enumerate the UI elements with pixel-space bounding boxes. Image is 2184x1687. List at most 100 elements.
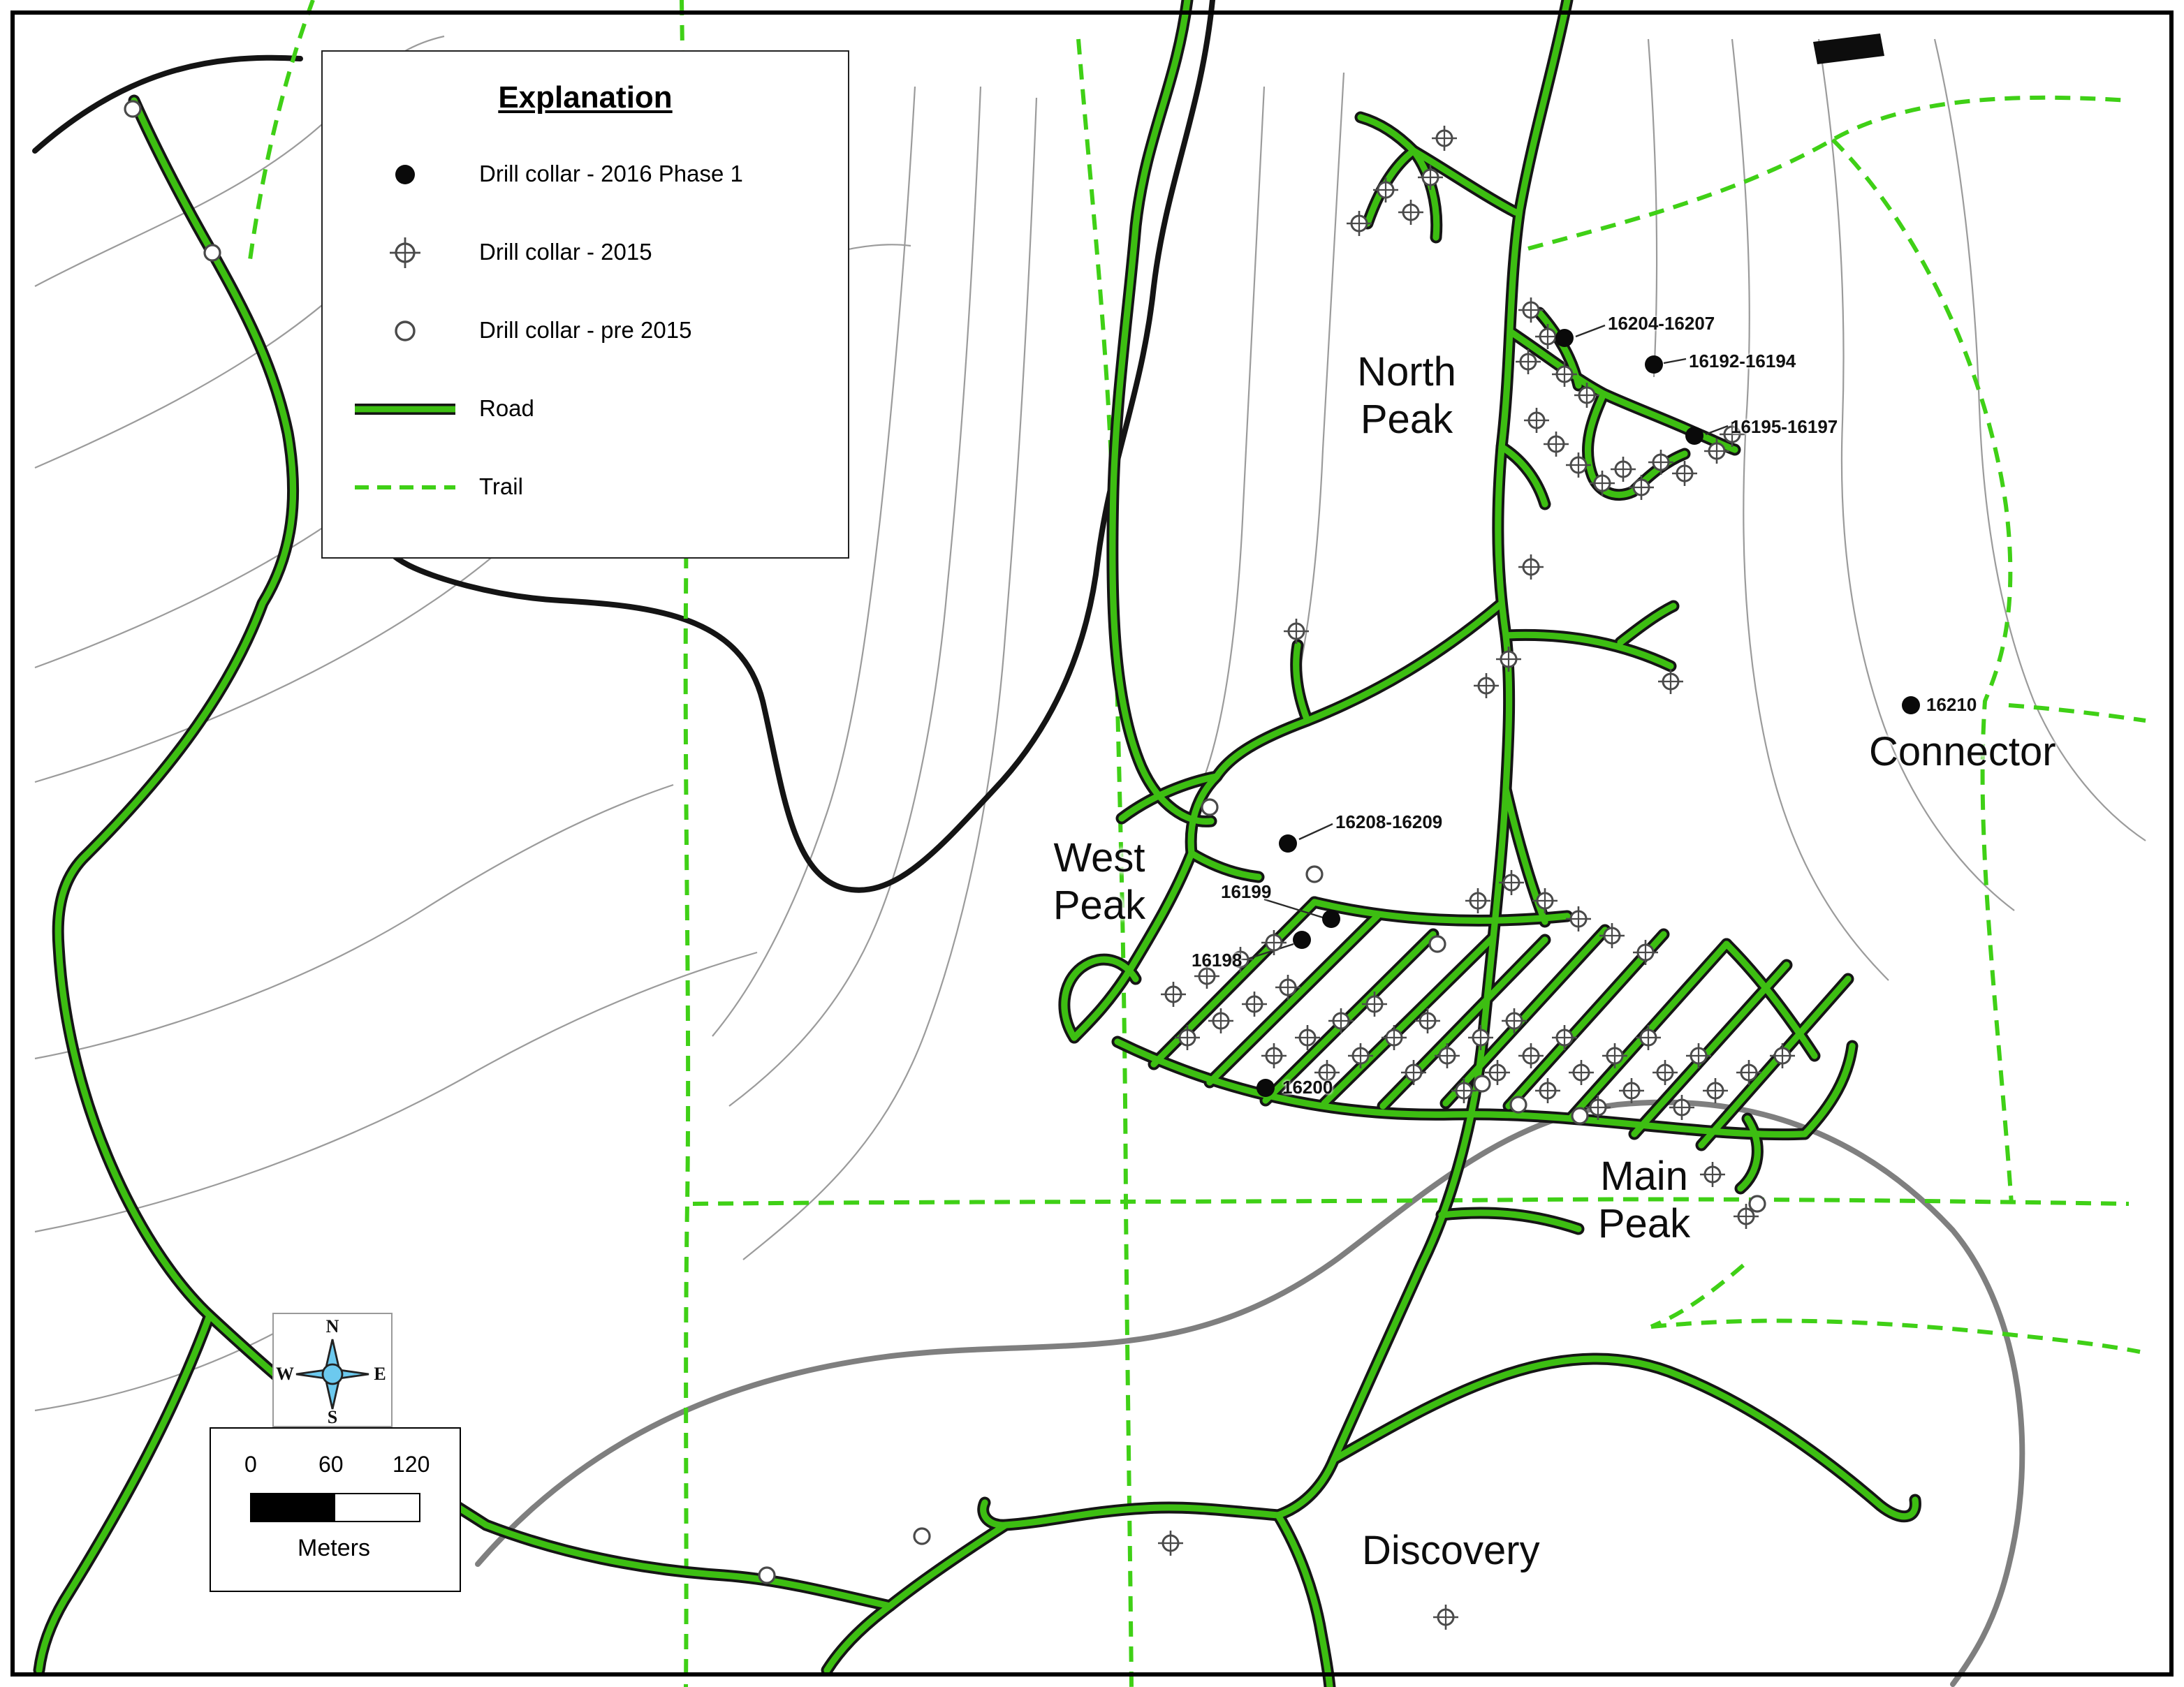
drill-collar-2015: [1474, 673, 1499, 698]
drill-collar-2015: [1703, 1078, 1728, 1103]
scale-bar-graphic: [250, 1493, 420, 1522]
drill-collar-2015: [1518, 297, 1544, 323]
legend-item-label: Trail: [479, 474, 523, 499]
drill-collar-2015: [1415, 1008, 1440, 1033]
drill-collar-2015: [1496, 647, 1521, 672]
drill-collar-pre2015: [1305, 865, 1324, 883]
drill-collar-2015: [1347, 211, 1372, 236]
drill-collar-2015: [1633, 940, 1658, 965]
drill-collar-2015: [1704, 439, 1729, 464]
drill-collar-2015: [1552, 1025, 1577, 1050]
legend-item-drill-2015: Drill collar - 2015: [323, 214, 848, 292]
drill-collar-2015: [1295, 1025, 1320, 1050]
contour-lines: [34, 35, 2146, 1412]
scale-tick-0: 0: [244, 1454, 257, 1478]
drill-collar-2015: [1465, 888, 1490, 913]
legend-item-trail: Trail: [323, 448, 848, 526]
drill-collar-pre2015: [913, 1527, 931, 1545]
drill-collar-2015: [1585, 1095, 1611, 1120]
drill-collar-2015: [1658, 669, 1683, 694]
legend-title: Explanation: [498, 80, 673, 115]
compass-w: W: [276, 1364, 294, 1384]
drill-collar-2016-phase1: [1902, 696, 1920, 714]
black-contour-line: [32, 54, 303, 154]
drill-collar-pre2015: [758, 1566, 776, 1584]
drill-collar-2015: [1328, 1008, 1354, 1033]
drill-collar-pre2015: [124, 100, 142, 118]
drill-collar-2015: [1502, 1008, 1527, 1033]
drill-collar-pre2015: [1571, 1107, 1589, 1125]
drill-collar-2016-phase1: [1322, 910, 1340, 928]
drill-collar-symbols: [124, 100, 1920, 1630]
drill-collar-pre2015: [1473, 1075, 1491, 1093]
legend-item-label: Road: [479, 396, 534, 421]
legend-item-label: Drill collar - 2016 Phase 1: [479, 161, 743, 186]
drill-collar-2015: [1275, 975, 1300, 1000]
black-contour-line: [373, 0, 1215, 893]
drill-collar-2016-phase1: [1685, 427, 1703, 445]
drill-collar-2015: [1544, 432, 1569, 457]
drill-collar-2015-icon: [351, 235, 460, 271]
compass-s: S: [328, 1407, 337, 1426]
drill-collar-2016-phase1: [1293, 931, 1311, 949]
drill-collar-2015: [1535, 1078, 1560, 1103]
label-leader-lines: [1245, 324, 1729, 961]
drill-collar-2015: [1636, 1025, 1661, 1050]
trails: [248, 0, 2146, 1687]
drill-collar-2015: [1418, 165, 1443, 190]
drill-collar-2015: [1566, 906, 1591, 931]
drill-collar-2015: [1432, 126, 1457, 151]
scale-bar-filled-segment: [251, 1494, 335, 1521]
drill-collar-2015: [1535, 324, 1560, 349]
drill-collar-2015: [1468, 1025, 1493, 1050]
scale-bar-empty-segment: [335, 1494, 419, 1521]
drill-collar-2015: [1228, 947, 1253, 972]
drill-collar-2015: [1314, 1060, 1340, 1085]
drill-collar-2015: [1451, 1078, 1476, 1103]
drill-collar-2015: [1686, 1043, 1711, 1068]
drill-collar-2016-phase1: [1256, 1079, 1275, 1097]
drill-collar-2015: [1435, 1043, 1460, 1068]
drill-collar-2015: [1362, 992, 1387, 1017]
drill-collar-2015: [1652, 1060, 1678, 1085]
drill-collar-2015: [1516, 349, 1541, 374]
drill-collar-2015: [1194, 964, 1219, 989]
drill-collar-pre2015: [203, 244, 221, 262]
building-footprint: [1813, 34, 1884, 64]
drill-collar-2015: [1261, 1043, 1287, 1068]
drill-collar-2015: [1499, 870, 1524, 895]
drill-collar-2016-icon: [351, 156, 460, 193]
drill-collar-2015: [1602, 1043, 1627, 1068]
drill-collar-2016-phase1: [1555, 329, 1574, 347]
drill-collar-2015: [1590, 471, 1615, 496]
scale-bar: 0 60 120 Meters: [210, 1427, 461, 1592]
drill-collar-pre2015: [1509, 1096, 1527, 1114]
drill-collar-2015: [1532, 888, 1558, 913]
map-border: [10, 10, 2174, 1677]
legend-item-label: Drill collar - 2015: [479, 240, 652, 265]
legend-item-drill-pre2015: Drill collar - pre 2015: [323, 292, 848, 370]
drill-collar-2016-phase1: [1279, 834, 1297, 853]
drill-collar-2015: [1348, 1043, 1373, 1068]
legend-item-road: Road: [323, 370, 848, 448]
drill-collar-2015: [1599, 923, 1625, 948]
drill-collar-pre2015: [1201, 798, 1219, 816]
drill-collar-2015: [1373, 177, 1398, 202]
drill-collar-2015: [1566, 452, 1591, 478]
drill-collar-2015: [1398, 200, 1423, 225]
scale-unit-label: Meters: [298, 1535, 370, 1561]
drill-collar-2015: [1524, 408, 1549, 433]
drill-collar-pre2015: [1748, 1195, 1766, 1213]
drill-collar-2015: [1485, 1060, 1510, 1085]
compass-n: N: [326, 1316, 339, 1336]
legend-item-drill-2016: Drill collar - 2016 Phase 1: [323, 135, 848, 214]
gray-boundary-line: [475, 1099, 2025, 1687]
drill-collar-2015: [1552, 362, 1577, 387]
legend-box: Explanation Drill collar - 2016 Phase 1 …: [321, 50, 849, 559]
trail-icon: [351, 478, 460, 497]
drill-collar-2015: [1611, 457, 1636, 482]
drill-collar-pre2015: [1428, 935, 1446, 953]
drill-collar-2015: [1574, 383, 1599, 408]
